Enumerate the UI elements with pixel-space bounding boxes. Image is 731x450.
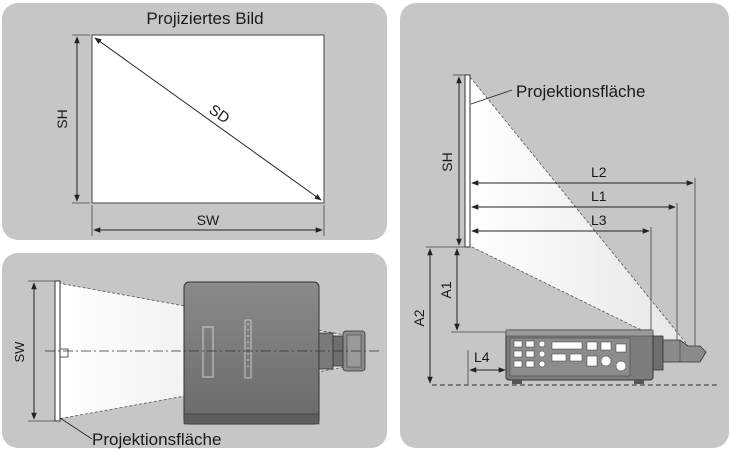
projector-side-lens-mount <box>652 335 664 371</box>
side-view-screen <box>464 74 471 248</box>
projected-image-diagram: Projiziertes Bild SD SH SW <box>54 9 325 236</box>
a1-label: A1 <box>438 281 454 298</box>
projector-ports <box>513 340 627 372</box>
projector-side-top-band <box>505 329 654 337</box>
l4-label: L4 <box>474 349 490 365</box>
side-view-beam <box>469 75 691 355</box>
projected-image-title: Projiziertes Bild <box>146 9 263 28</box>
sd-dimension-line <box>94 37 322 201</box>
side-view-diagram: Projektionsfläche SH L2 L1 L3 A1 A2 L4 <box>411 74 718 386</box>
side-sh-label: SH <box>439 152 455 171</box>
a2-label: A2 <box>411 309 427 326</box>
projector-feet <box>512 380 522 384</box>
top-view-brand-letters <box>247 323 249 367</box>
top-view-screen-label: Projektionsfläche <box>92 430 221 449</box>
top-view-projector-edge <box>183 413 320 425</box>
l2-label: L2 <box>591 164 607 180</box>
top-view-projector-body <box>183 281 320 425</box>
sh-label: SH <box>54 109 70 128</box>
top-view-center-marker <box>59 348 69 358</box>
top-view-brand-mark <box>244 319 252 379</box>
top-view-screen-leader <box>59 417 93 440</box>
sw-label: SW <box>197 212 220 228</box>
l3-label: L3 <box>591 212 607 228</box>
top-view-vent <box>202 326 214 378</box>
l1-label: L1 <box>591 188 607 204</box>
top-sw-label: SW <box>12 341 27 363</box>
projector-feet-right <box>634 380 644 384</box>
side-view-projector <box>505 329 707 384</box>
top-view-diagram: SW Projektionsfläche <box>12 280 380 449</box>
projector-side-lens <box>662 339 707 363</box>
side-view-screen-leader <box>470 89 513 105</box>
side-view-screen-label: Projektionsfläche <box>516 82 645 101</box>
